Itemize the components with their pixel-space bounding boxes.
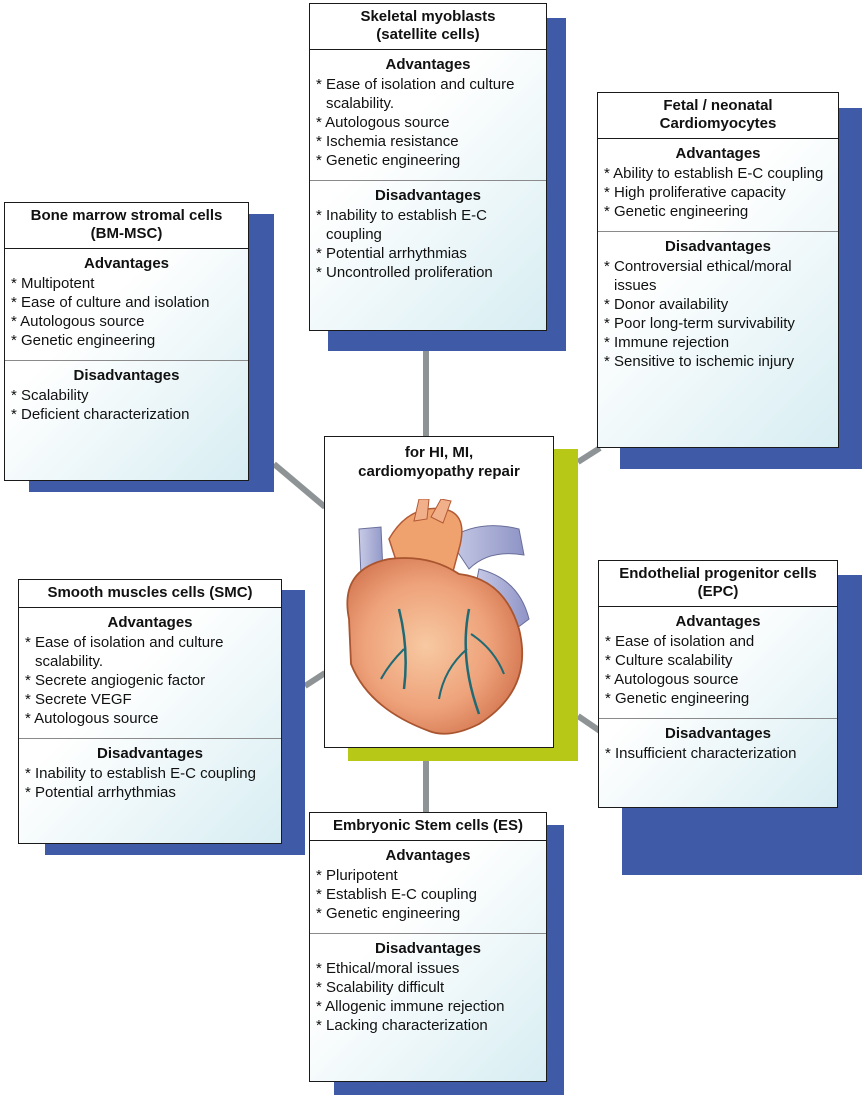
list-item: * Ethical/moral issues <box>316 960 460 977</box>
title-line: for HI, MI, <box>404 444 474 461</box>
title-line: (EPC) <box>697 583 739 600</box>
advantages-heading: Advantages <box>675 145 761 162</box>
connector-smc <box>303 670 327 689</box>
list-item: * High proliferative capacity <box>604 184 786 201</box>
title-line: Skeletal myoblasts <box>360 8 496 25</box>
center-title: for HI, MI, cardiomyopathy repair <box>325 437 553 481</box>
fetal-cardiomyocytes-box: Fetal / neonatal Cardiomyocytes Advantag… <box>597 92 839 448</box>
connector-bone <box>272 461 327 510</box>
title-line: Embryonic Stem cells (ES) <box>332 817 524 834</box>
list-item: * Culture scalability <box>605 652 733 669</box>
list-item: * Potential arrhythmias <box>25 784 176 801</box>
title-line: (BM-MSC) <box>90 225 163 242</box>
title-line: Smooth muscles cells (SMC) <box>47 584 253 601</box>
box-title: Skeletal myoblasts (satellite cells) <box>310 4 546 50</box>
list-item: * Autologous source <box>25 710 159 727</box>
list-item: * Ischemia resistance <box>316 133 459 150</box>
list-item: * Sensitive to ischemic injury <box>604 353 795 370</box>
list-item: * Secrete angiogenic factor <box>25 672 206 689</box>
divider <box>599 718 837 719</box>
title-line: cardiomyopathy repair <box>358 463 520 480</box>
list-item: * Scalability <box>11 387 89 404</box>
disadvantages-heading: Disadvantages <box>73 367 180 384</box>
list-item: * Inability to establish E-C coupling <box>316 207 487 243</box>
center-heart-box: for HI, MI, cardiomyopathy repair <box>324 436 554 748</box>
skeletal-myoblasts-box: Skeletal myoblasts (satellite cells) Adv… <box>309 3 547 331</box>
embryonic-stem-box: Embryonic Stem cells (ES) Advantages * P… <box>309 812 547 1082</box>
box-title: Bone marrow stromal cells (BM-MSC) <box>5 203 248 249</box>
title-line: Endothelial progenitor cells <box>619 565 817 582</box>
endothelial-progenitor-box: Endothelial progenitor cells (EPC) Advan… <box>598 560 838 808</box>
list-item: * Potential arrhythmias <box>316 245 467 262</box>
list-item: * Pluripotent <box>316 867 398 884</box>
list-item: * Inability to establish E-C coupling <box>25 765 256 782</box>
advantages-heading: Advantages <box>385 847 471 864</box>
box-title: Endothelial progenitor cells (EPC) <box>599 561 837 607</box>
title-line: Bone marrow stromal cells <box>30 207 223 224</box>
title-line: (satellite cells) <box>376 26 480 43</box>
title-line: Fetal / neonatal <box>663 97 773 114</box>
advantages-heading: Advantages <box>107 614 193 631</box>
list-item: * Lacking characterization <box>316 1017 488 1034</box>
divider <box>310 933 546 934</box>
disadvantages-heading: Disadvantages <box>665 725 771 742</box>
list-item: * Autologous source <box>605 671 739 688</box>
heart-illustration <box>346 499 530 735</box>
title-line: Cardiomyocytes <box>659 115 777 132</box>
list-item: * Genetic engineering <box>316 905 461 922</box>
box-title: Fetal / neonatal Cardiomyocytes <box>598 93 838 139</box>
divider <box>310 180 546 181</box>
disadvantages-heading: Disadvantages <box>375 940 481 957</box>
divider <box>19 738 281 739</box>
advantages-heading: Advantages <box>83 255 170 272</box>
divider <box>598 231 838 232</box>
list-item: * Donor availability <box>604 296 729 313</box>
list-item: * Genetic engineering <box>604 203 749 220</box>
list-item: * Ease of isolation and <box>605 633 755 650</box>
list-item: * Secrete VEGF <box>25 691 132 708</box>
list-item: * Allogenic immune rejection <box>316 998 505 1015</box>
list-item: * Ease of culture and isolation <box>11 294 210 311</box>
list-item: * Scalability difficult <box>316 979 445 996</box>
list-item: * Ability to establish E-C coupling <box>604 165 824 182</box>
list-item: * Genetic engineering <box>316 152 461 169</box>
box-title: Embryonic Stem cells (ES) <box>310 813 546 841</box>
list-item: * Multipotent <box>11 275 95 292</box>
connector-fetal <box>576 445 602 465</box>
advantages-heading: Advantages <box>675 613 761 630</box>
list-item: * Genetic engineering <box>11 332 156 349</box>
list-item: * Ease of isolation and culture scalabil… <box>316 76 515 112</box>
bone-marrow-box: Bone marrow stromal cells (BM-MSC) Advan… <box>4 202 249 481</box>
list-item: * Controversial ethical/moral issues <box>604 258 792 294</box>
list-item: * Establish E-C coupling <box>316 886 477 903</box>
divider <box>5 360 248 361</box>
list-item: * Immune rejection <box>604 334 730 351</box>
connector-epc <box>576 713 602 734</box>
disadvantages-heading: Disadvantages <box>97 745 203 762</box>
box-title: Smooth muscles cells (SMC) <box>19 580 281 608</box>
disadvantages-heading: Disadvantages <box>375 187 481 204</box>
list-item: * Poor long-term survivability <box>604 315 795 332</box>
list-item: * Ease of isolation and culture scalabil… <box>25 634 224 670</box>
disadvantages-heading: Disadvantages <box>665 238 771 255</box>
list-item: * Autologous source <box>11 313 145 330</box>
list-item: * Autologous source <box>316 114 450 131</box>
list-item: * Uncontrolled proliferation <box>316 264 493 281</box>
advantages-heading: Advantages <box>385 56 471 73</box>
list-item: * Insufficient characterization <box>605 745 797 762</box>
smooth-muscle-box: Smooth muscles cells (SMC) Advantages * … <box>18 579 282 844</box>
list-item: * Deficient characterization <box>11 406 190 423</box>
list-item: * Genetic engineering <box>605 690 750 707</box>
